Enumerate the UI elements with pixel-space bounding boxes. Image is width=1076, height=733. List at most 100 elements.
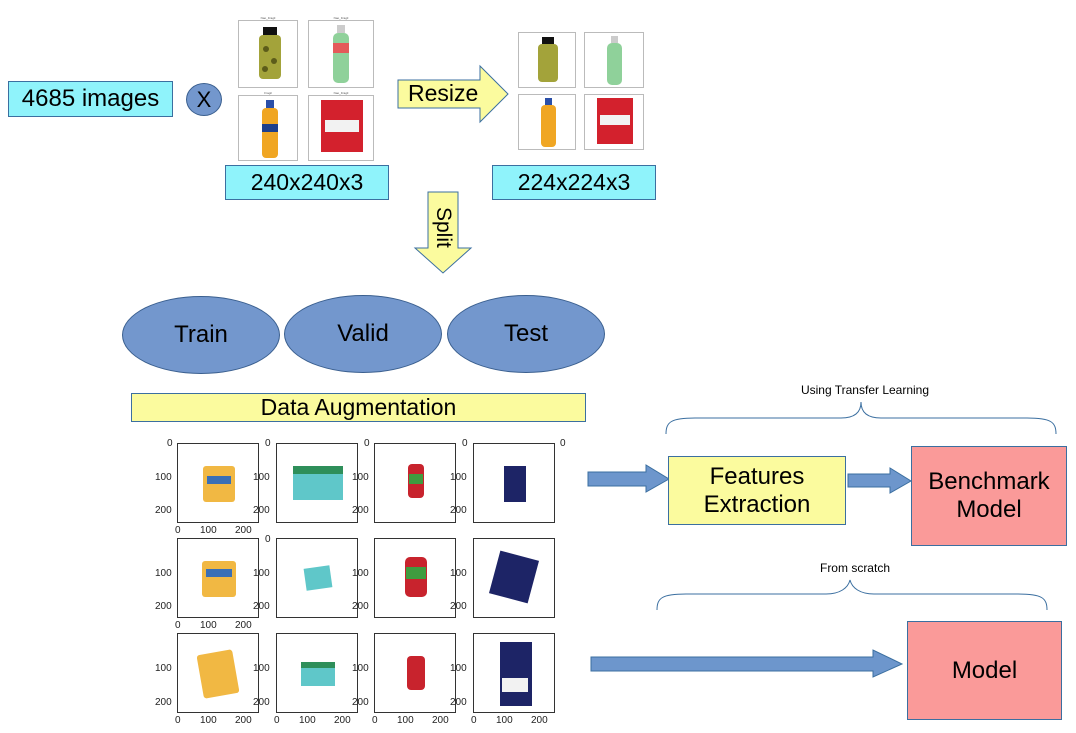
sample-title: Fragil <box>264 91 272 95</box>
sample-image-green-bottle: Nao_Fragil <box>308 16 374 88</box>
features-extraction-box: Features Extraction <box>668 456 846 525</box>
original-size-label: 240x240x3 <box>250 169 364 195</box>
sample-image-red-package: Nao_Fragil <box>308 91 374 161</box>
blue-box-icon <box>293 466 343 500</box>
x-tick: 0 <box>175 620 181 631</box>
aug-plot <box>374 538 456 618</box>
y-tick: 0 <box>462 438 468 449</box>
sample-image-orange-bottle: Fragil <box>238 91 298 161</box>
orange-bottle-icon <box>262 100 278 158</box>
resized-image-olives <box>518 32 576 88</box>
sample-title: Nao_Fragil <box>333 91 349 95</box>
green-bottle-icon <box>333 25 349 83</box>
scratch-brace <box>656 579 1048 611</box>
y-tick: 200 <box>155 601 172 612</box>
features-line1: Features <box>709 462 805 490</box>
y-tick: 200 <box>352 601 369 612</box>
y-tick: 200 <box>352 505 369 516</box>
y-tick: 100 <box>352 568 369 579</box>
aug-plot <box>276 443 358 523</box>
arrow-to-features <box>587 464 670 493</box>
arrow-to-model <box>590 649 904 678</box>
y-tick: 200 <box>155 505 172 516</box>
x-tick: 100 <box>299 715 316 726</box>
resized-image-orange-bottle <box>518 94 576 150</box>
x-tick: 200 <box>235 620 252 631</box>
orange-bottle-icon <box>541 98 556 147</box>
resized-image-green-bottle <box>584 32 644 88</box>
scratch-model-box: Model <box>907 621 1062 720</box>
x-tick: 200 <box>531 715 548 726</box>
y-tick: 100 <box>450 663 467 674</box>
original-samples-grid: Nao_Fragil Nao_Fragil Fragil Nao_Fragil <box>230 15 380 165</box>
y-tick: 0 <box>167 438 173 449</box>
x-tick: 0 <box>471 715 477 726</box>
red-jar-icon <box>407 656 425 690</box>
resize-arrow <box>397 64 509 124</box>
image-count-label: 4685 images <box>21 85 160 112</box>
scratch-model-label: Model <box>951 656 1018 684</box>
aug-plot <box>276 538 358 618</box>
red-package-icon <box>321 100 363 152</box>
x-tick: 100 <box>200 715 217 726</box>
x-tick: 100 <box>496 715 513 726</box>
train-label: Train <box>174 321 228 348</box>
olive-jar-icon <box>538 37 558 82</box>
y-tick: 200 <box>253 505 270 516</box>
valid-ellipse: Valid <box>284 295 442 373</box>
x-tick: 200 <box>235 715 252 726</box>
image-count-box: 4685 images <box>8 81 173 117</box>
split-arrow <box>413 191 473 274</box>
benchmark-line1: Benchmark <box>928 468 1050 495</box>
resized-size-box: 224x224x3 <box>492 165 656 200</box>
y-tick: 100 <box>155 472 172 483</box>
aug-plot <box>473 538 555 618</box>
aug-plot <box>374 443 456 523</box>
y-tick: 100 <box>253 663 270 674</box>
resized-image-red-package <box>584 94 644 150</box>
resized-size-label: 224x224x3 <box>517 169 631 195</box>
y-tick: 0 <box>265 534 271 545</box>
y-tick: 100 <box>253 568 270 579</box>
sample-title: Nao_Fragil <box>333 16 349 20</box>
train-ellipse: Train <box>122 296 280 374</box>
sample-title: Nao_Fragil <box>260 16 276 20</box>
x-tick: 200 <box>334 715 351 726</box>
aug-plot <box>473 443 555 523</box>
y-tick: 0 <box>265 438 271 449</box>
data-augmentation-box: Data Augmentation <box>131 393 586 422</box>
x-tick: 0 <box>372 715 378 726</box>
split-label: Split <box>432 207 455 248</box>
navy-pack-icon <box>500 642 532 706</box>
features-line2: Extraction <box>703 490 811 518</box>
aug-plot <box>473 633 555 713</box>
aug-plot <box>177 538 259 618</box>
valid-label: Valid <box>337 320 389 347</box>
x-tick: 0 <box>175 525 181 536</box>
x-tick: 200 <box>235 525 252 536</box>
from-scratch-caption: From scratch <box>819 561 890 575</box>
red-jar-icon <box>405 557 427 597</box>
y-tick: 100 <box>450 568 467 579</box>
y-tick: 100 <box>352 663 369 674</box>
augmented-samples-grid: 0 100 200 0 100 200 0 100 200 0 100 200 … <box>140 435 580 733</box>
aug-plot <box>177 633 259 713</box>
y-tick: 100 <box>253 472 270 483</box>
y-tick: 200 <box>450 697 467 708</box>
transfer-brace <box>665 401 1057 435</box>
arrow-to-benchmark <box>847 467 912 494</box>
yellow-bag-icon <box>196 649 240 699</box>
x-tick: 200 <box>432 715 449 726</box>
x-tick: 0 <box>274 715 280 726</box>
y-tick: 0 <box>364 438 370 449</box>
y-tick: 100 <box>352 472 369 483</box>
yellow-bag-icon <box>203 466 235 502</box>
navy-pack-icon <box>504 466 526 502</box>
x-tick: 100 <box>200 525 217 536</box>
y-tick: 200 <box>253 697 270 708</box>
benchmark-line2: Model <box>956 496 1022 523</box>
x-tick: 0 <box>175 715 181 726</box>
sample-image-olives: Nao_Fragil <box>238 16 298 88</box>
y-tick: 100 <box>155 663 172 674</box>
olive-jar-icon <box>259 27 281 79</box>
